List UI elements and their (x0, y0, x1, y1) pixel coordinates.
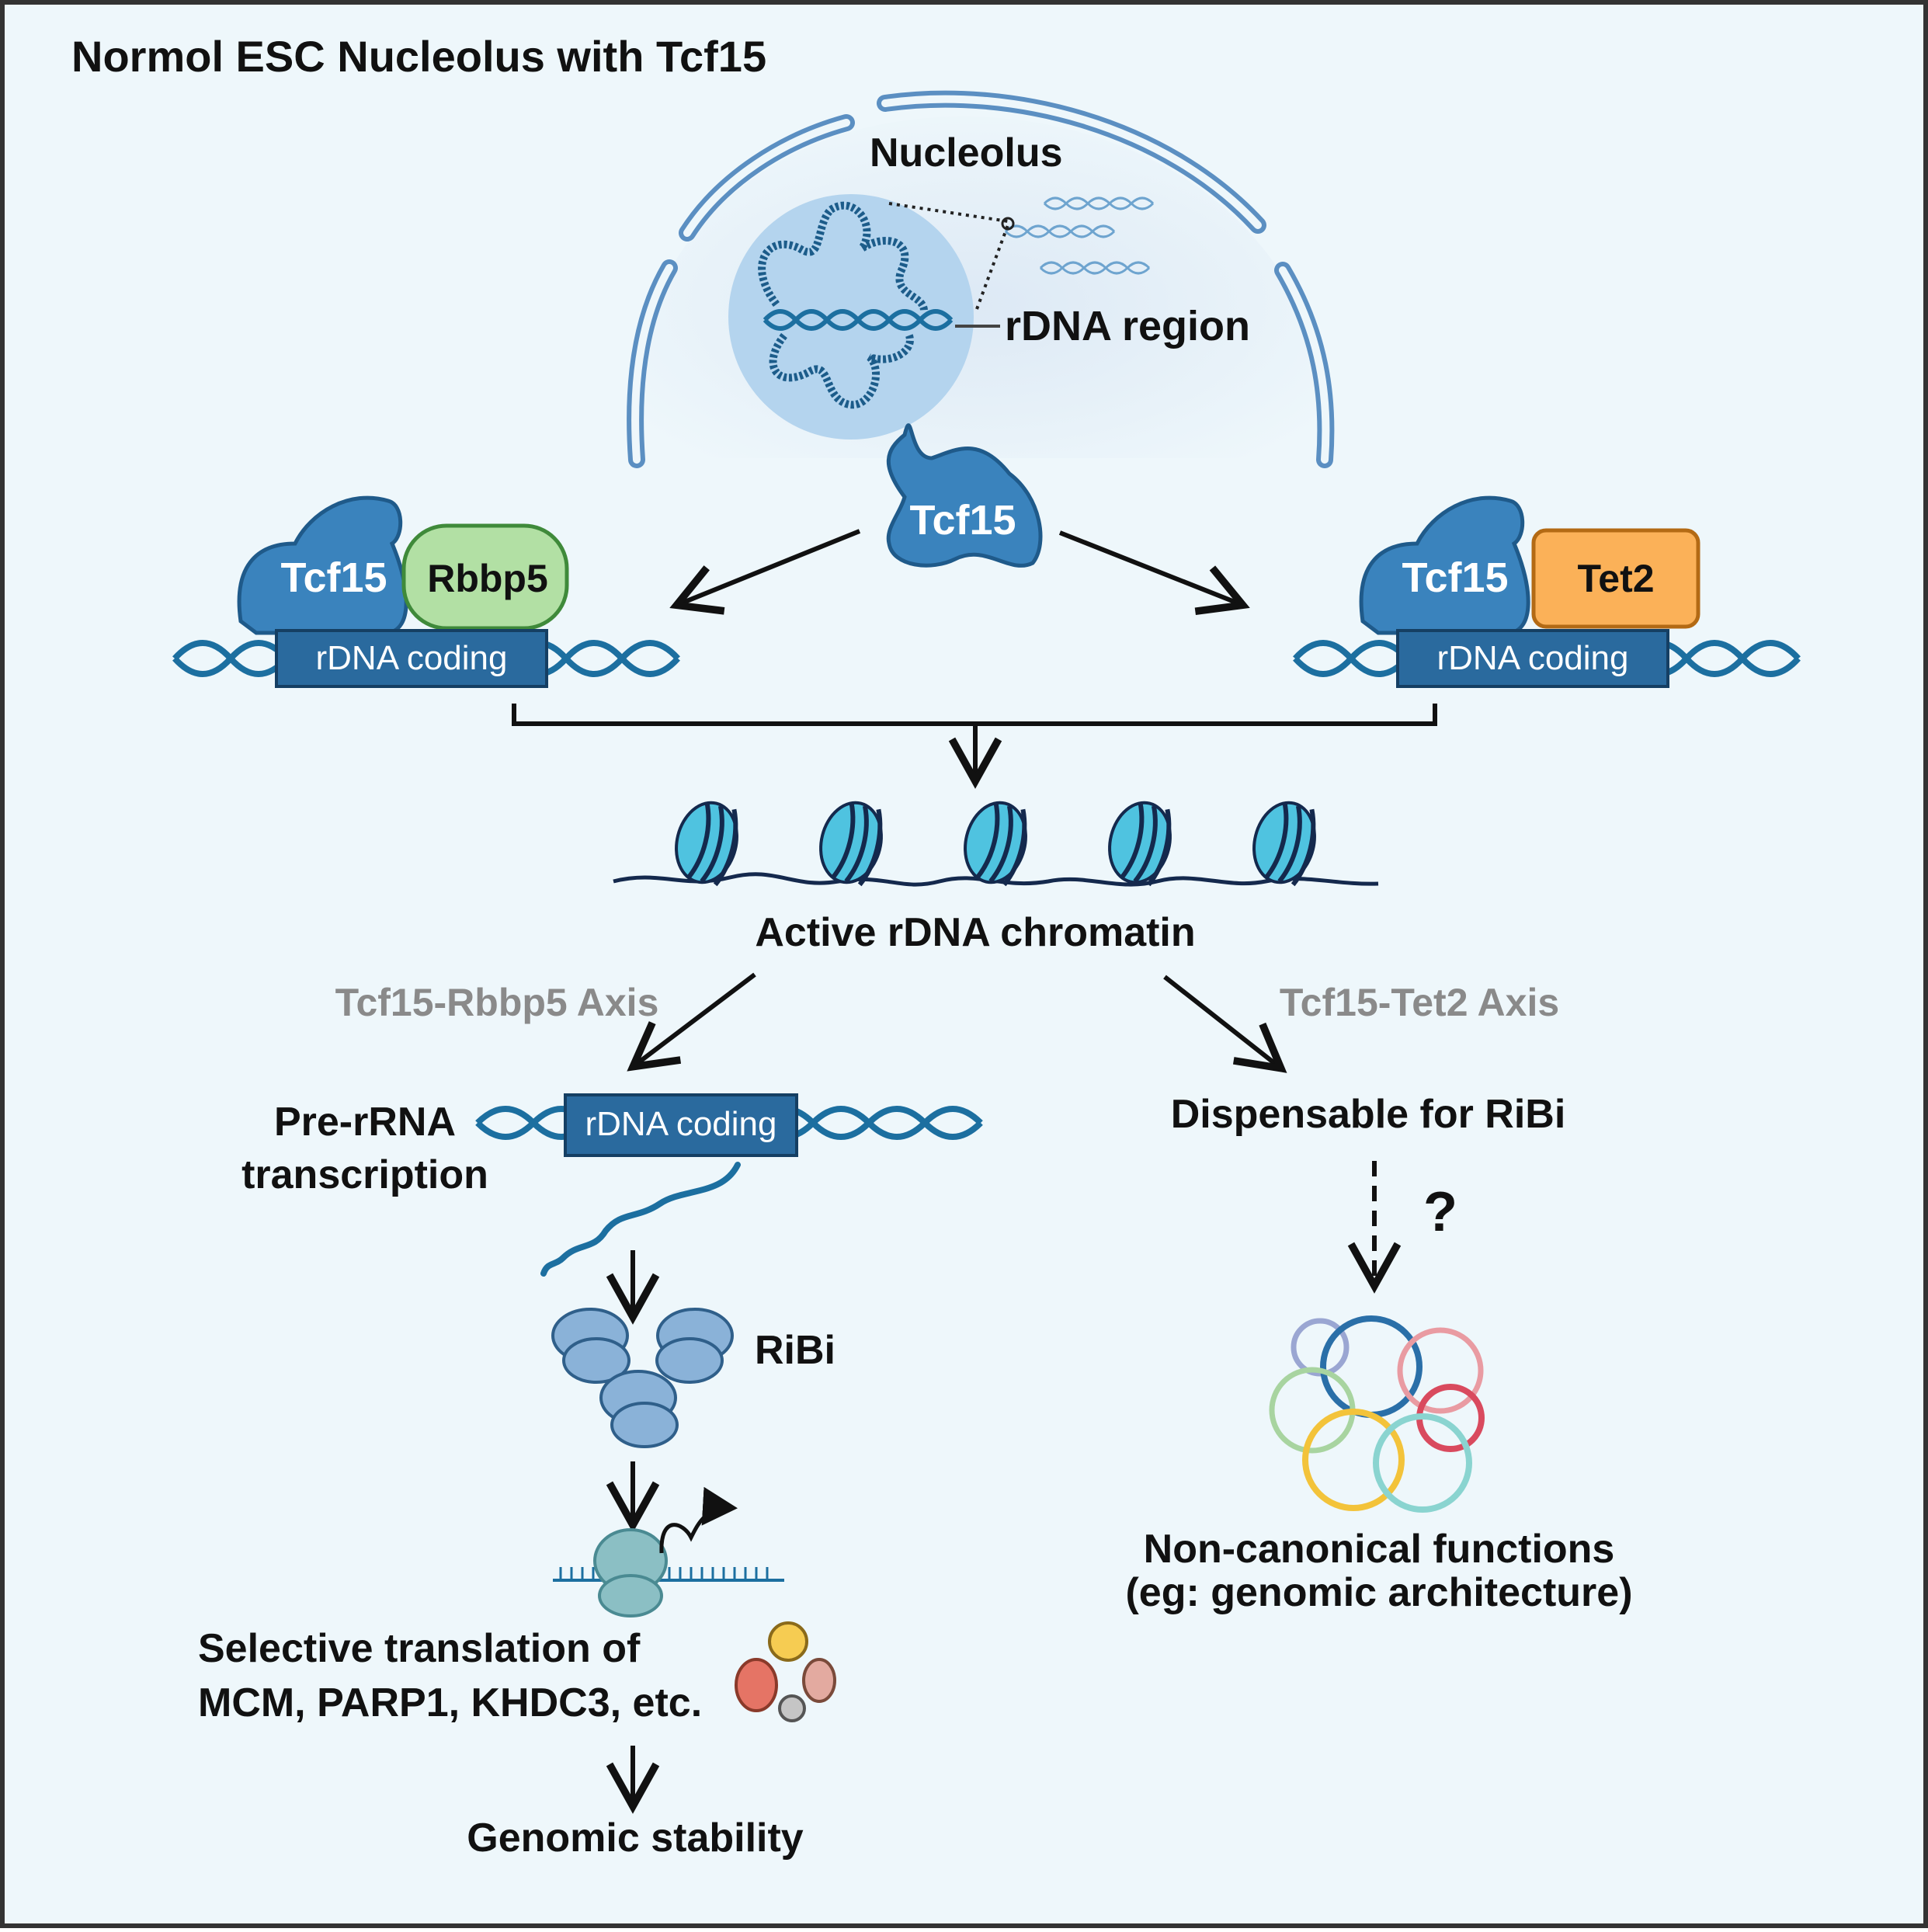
page-title: Normol ESC Nucleolus with Tcf15 (71, 32, 766, 81)
nucleolus-label: Nucleolus (870, 130, 1063, 175)
nucleosome (675, 801, 738, 887)
ribosomes (551, 1308, 734, 1448)
center-tcf15-label: Tcf15 (909, 497, 1016, 544)
nucleus-illustration (627, 90, 1335, 468)
right-complex (1293, 495, 1801, 688)
arrow-tet2-axis (1163, 975, 1287, 1073)
tet2-label: Tet2 (1577, 557, 1654, 600)
left-complex (172, 495, 680, 688)
pre-rrna-label-line1: Pre-rRNA (274, 1100, 456, 1145)
rbbp5-label: Rbbp5 (427, 557, 548, 600)
left-tcf15-label: Tcf15 (280, 554, 387, 601)
pre-rrna-label-line2: transcription (241, 1152, 488, 1197)
center-tcf15-protein (886, 423, 1043, 568)
rbbp5-axis-title: Tcf15-Rbbp5 Axis (335, 981, 659, 1024)
right-tcf15-label: Tcf15 (1402, 554, 1508, 601)
translation-illustration (553, 1486, 784, 1618)
pre-rrna-rdna-coding-label: rDNA coding (585, 1105, 776, 1143)
nucleosome (1252, 801, 1316, 887)
question-mark: ? (1423, 1181, 1457, 1243)
protein-dots (735, 1621, 836, 1722)
genomic-architecture-illustration (1269, 1315, 1485, 1513)
chromatin-label: Active rDNA chromatin (755, 910, 1195, 955)
noncanonical-line1: Non-canonical functions (1144, 1527, 1615, 1572)
pre-rrna-dna (475, 1093, 983, 1277)
selective-translation-line2: MCM, PARP1, KHDC3, etc. (198, 1680, 702, 1725)
arrow-to-rbbp5-complex (669, 529, 861, 615)
noncanonical-line2: (eg: genomic architecture) (1125, 1570, 1632, 1615)
genomic-stability-label: Genomic stability (467, 1816, 804, 1861)
selective-translation-line1: Selective translation of (198, 1626, 641, 1671)
arrow-to-tet2-complex (1058, 530, 1250, 615)
rdna-region-label: rDNA region (1005, 303, 1250, 349)
nucleosome (819, 801, 883, 887)
nucleosome (1108, 801, 1172, 887)
nucleosome (964, 801, 1027, 887)
nucleosome-group (675, 801, 1316, 887)
arrow-rbbp5-axis (627, 972, 756, 1072)
dispensable-label: Dispensable for RiBi (1171, 1092, 1566, 1137)
tet2-axis-title: Tcf15-Tet2 Axis (1280, 981, 1559, 1024)
ribi-label: RiBi (755, 1328, 835, 1373)
left-rdna-coding-label: rDNA coding (315, 639, 507, 677)
right-rdna-coding-label: rDNA coding (1436, 639, 1628, 677)
